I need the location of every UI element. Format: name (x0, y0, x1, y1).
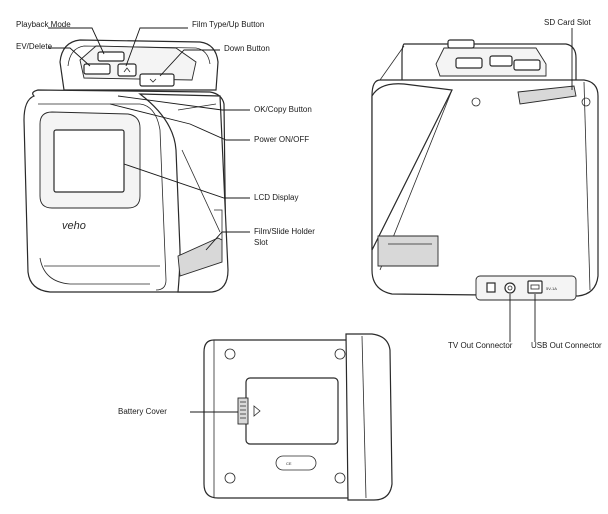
film-slide-holder-slot (177, 237, 223, 277)
label-film-slide-slot: Slot (254, 238, 268, 247)
sd-card-slot (517, 85, 577, 105)
tv-out-connector (504, 282, 516, 294)
down-button (139, 73, 175, 87)
button-panel (79, 45, 197, 81)
svg-text:5V-1A: 5V-1A (546, 286, 557, 291)
lcd-display (53, 129, 125, 193)
label-down-button: Down Button (224, 44, 270, 53)
label-ev-delete: EV/Delete (16, 42, 53, 51)
front-view-scanner: veho (23, 39, 229, 293)
label-usb-out-connector: USB Out Connector (531, 341, 602, 350)
bottom-view-scanner: CE (203, 333, 393, 501)
ev-delete-button (83, 63, 111, 75)
film-type-up-button (117, 63, 137, 77)
ce-marking (275, 455, 317, 471)
brand-logo: veho (62, 220, 86, 232)
label-ok-copy-button: OK/Copy Button (254, 105, 312, 114)
playback-mode-button (97, 51, 125, 62)
label-film-slide-holder: Film/Slide Holder (254, 227, 315, 236)
battery-cover-latch (237, 397, 249, 425)
rear-view-scanner: 5V-1A (371, 39, 599, 301)
label-power-on-off: Power ON/OFF (254, 135, 310, 144)
label-sd-card-slot: SD Card Slot (544, 18, 591, 27)
tv-out-icon (486, 282, 496, 293)
label-tv-out-connector: TV Out Connector (448, 341, 513, 350)
label-battery-cover: Battery Cover (118, 407, 167, 416)
label-lcd-display: LCD Display (254, 193, 299, 202)
label-film-type-up-button: Film Type/Up Button (192, 20, 265, 29)
rear-film-slot (377, 235, 439, 267)
label-playback-mode: Playback Mode (16, 20, 71, 29)
connector-panel (475, 275, 577, 301)
svg-text:CE: CE (286, 461, 292, 466)
leader-lines (48, 27, 573, 413)
usb-out-connector (527, 280, 543, 294)
